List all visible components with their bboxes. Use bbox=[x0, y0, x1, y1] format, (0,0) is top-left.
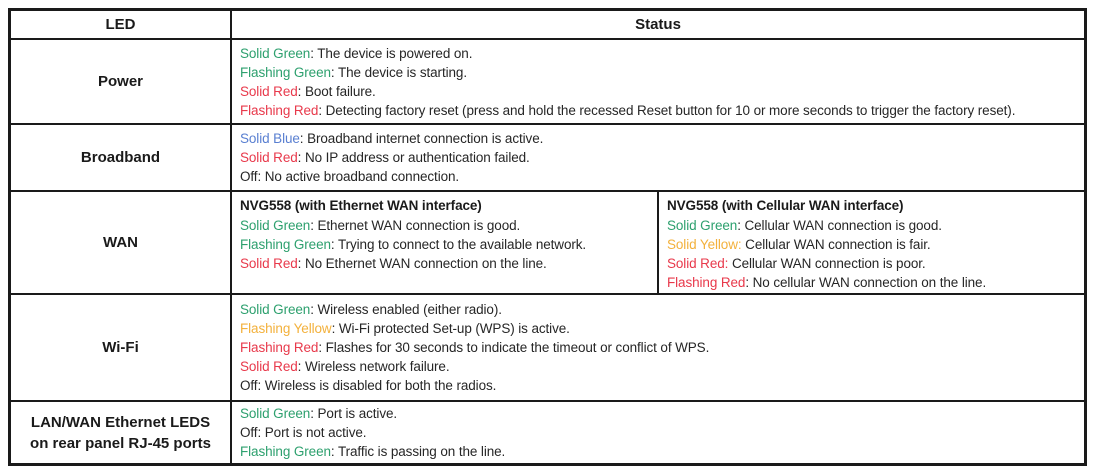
status-text: : The device is powered on. bbox=[310, 45, 473, 61]
status-label: Solid Yellow: bbox=[667, 237, 742, 252]
status-label: Flashing Red bbox=[240, 102, 319, 118]
status-text: Cellular WAN connection is poor. bbox=[728, 256, 926, 271]
status-text: : Wireless network failure. bbox=[297, 359, 450, 374]
status-line: Solid Green: Ethernet WAN connection is … bbox=[240, 216, 649, 235]
status-text: : Trying to connect to the available net… bbox=[330, 237, 587, 252]
status-line: Off: No active broadband connection. bbox=[240, 167, 1076, 186]
status-text: : Port is not active. bbox=[257, 425, 367, 440]
status-text: : Detecting factory reset (press and hol… bbox=[318, 102, 1016, 118]
led-cell-wan: WAN bbox=[11, 190, 232, 293]
status-label: Flashing Green bbox=[240, 237, 331, 252]
status-label: Solid Green bbox=[240, 302, 311, 317]
status-label: Solid Red bbox=[240, 83, 298, 99]
status-label: Solid Red bbox=[240, 359, 298, 374]
status-text: : Cellular WAN connection is good. bbox=[737, 218, 942, 233]
status-cell-broadband: Solid Blue: Broadband internet connectio… bbox=[232, 123, 1084, 190]
status-text: : Wireless enabled (either radio). bbox=[310, 302, 502, 317]
status-label: Solid Green bbox=[667, 218, 738, 233]
status-line: Solid Green: Port is active. bbox=[240, 404, 1076, 423]
status-line: Flashing Red: Flashes for 30 seconds to … bbox=[240, 338, 1076, 357]
column-header-led: LED bbox=[11, 11, 232, 38]
status-text: : No cellular WAN connection on the line… bbox=[745, 275, 987, 290]
led-label-line2: on rear panel RJ-45 ports bbox=[30, 434, 211, 452]
status-text: Cellular WAN connection is fair. bbox=[741, 237, 931, 252]
status-cell-wan: NVG558 (with Ethernet WAN interface) Sol… bbox=[232, 190, 1084, 293]
led-cell-lan-wan-ethernet: LAN/WAN Ethernet LEDS on rear panel RJ-4… bbox=[11, 400, 232, 463]
status-label: Flashing Green bbox=[240, 64, 331, 80]
status-text: : Flashes for 30 seconds to indicate the… bbox=[318, 340, 710, 355]
wan-ethernet-subcell: NVG558 (with Ethernet WAN interface) Sol… bbox=[232, 192, 659, 293]
status-line: Solid Red: Cellular WAN connection is po… bbox=[667, 254, 1076, 273]
status-line: Solid Green: The device is powered on. bbox=[240, 44, 1076, 63]
status-text: : No Ethernet WAN connection on the line… bbox=[297, 256, 547, 271]
status-label: Off bbox=[240, 169, 258, 184]
status-line: Solid Red: Wireless network failure. bbox=[240, 357, 1076, 376]
status-label: Solid Green bbox=[240, 406, 311, 421]
status-text: : Boot failure. bbox=[297, 83, 376, 99]
status-label: Solid Green bbox=[240, 45, 311, 61]
status-text: : Wireless is disabled for both the radi… bbox=[257, 378, 497, 393]
status-cell-lan-wan-ethernet: Solid Green: Port is active. Off: Port i… bbox=[232, 400, 1084, 463]
status-label: Solid Red bbox=[240, 150, 298, 165]
status-label: Solid Red: bbox=[667, 256, 729, 271]
status-line: Solid Blue: Broadband internet connectio… bbox=[240, 129, 1076, 148]
status-label: Off bbox=[240, 425, 258, 440]
wan-ethernet-title: NVG558 (with Ethernet WAN interface) bbox=[240, 198, 482, 213]
status-label: Flashing Yellow bbox=[240, 321, 332, 336]
status-label: Solid Blue bbox=[240, 131, 300, 146]
status-line: Flashing Green: The device is starting. bbox=[240, 63, 1076, 82]
led-cell-wifi: Wi-Fi bbox=[11, 293, 232, 400]
status-text: : Ethernet WAN connection is good. bbox=[310, 218, 521, 233]
status-line: Off: Wireless is disabled for both the r… bbox=[240, 376, 1076, 395]
wan-cellular-subcell: NVG558 (with Cellular WAN interface) Sol… bbox=[659, 192, 1084, 293]
status-cell-power: Solid Green: The device is powered on. F… bbox=[232, 38, 1084, 123]
status-line: Flashing Green: Trying to connect to the… bbox=[240, 235, 649, 254]
status-text: : Port is active. bbox=[310, 406, 398, 421]
status-line: Flashing Yellow: Wi-Fi protected Set-up … bbox=[240, 319, 1076, 338]
status-line: Flashing Red: Detecting factory reset (p… bbox=[240, 101, 1076, 120]
led-status-table: LED Status Power Solid Green: The device… bbox=[8, 8, 1087, 466]
status-label: Flashing Green bbox=[240, 444, 331, 459]
status-line: Solid Red: No IP address or authenticati… bbox=[240, 148, 1076, 167]
status-label: Flashing Red bbox=[667, 275, 746, 290]
status-text: : No active broadband connection. bbox=[257, 169, 460, 184]
status-text: : Traffic is passing on the line. bbox=[330, 444, 506, 459]
status-text: : Broadband internet connection is activ… bbox=[299, 131, 544, 146]
status-line: Solid Red: Boot failure. bbox=[240, 82, 1076, 101]
led-cell-broadband: Broadband bbox=[11, 123, 232, 190]
status-line: Solid Green: Wireless enabled (either ra… bbox=[240, 300, 1076, 319]
status-line: Solid Yellow: Cellular WAN connection is… bbox=[667, 235, 1076, 254]
column-header-status: Status bbox=[635, 16, 681, 33]
led-label-line1: LAN/WAN Ethernet LEDS bbox=[30, 413, 211, 431]
status-line: Off: Port is not active. bbox=[240, 423, 1076, 442]
status-line: Flashing Red: No cellular WAN connection… bbox=[667, 273, 1076, 292]
status-label: Solid Red bbox=[240, 256, 298, 271]
status-text: : Wi-Fi protected Set-up (WPS) is active… bbox=[331, 321, 570, 336]
status-cell-wifi: Solid Green: Wireless enabled (either ra… bbox=[232, 293, 1084, 400]
wan-cellular-title: NVG558 (with Cellular WAN interface) bbox=[667, 198, 904, 213]
status-label: Flashing Red bbox=[240, 340, 319, 355]
status-label: Solid Green bbox=[240, 218, 311, 233]
status-line: Solid Green: Cellular WAN connection is … bbox=[667, 216, 1076, 235]
status-line: Flashing Green: Traffic is passing on th… bbox=[240, 442, 1076, 461]
status-text: : No IP address or authentication failed… bbox=[297, 150, 530, 165]
status-label: Off bbox=[240, 378, 258, 393]
status-line: Solid Red: No Ethernet WAN connection on… bbox=[240, 254, 649, 273]
status-text: : The device is starting. bbox=[330, 64, 467, 80]
led-cell-power: Power bbox=[11, 38, 232, 123]
